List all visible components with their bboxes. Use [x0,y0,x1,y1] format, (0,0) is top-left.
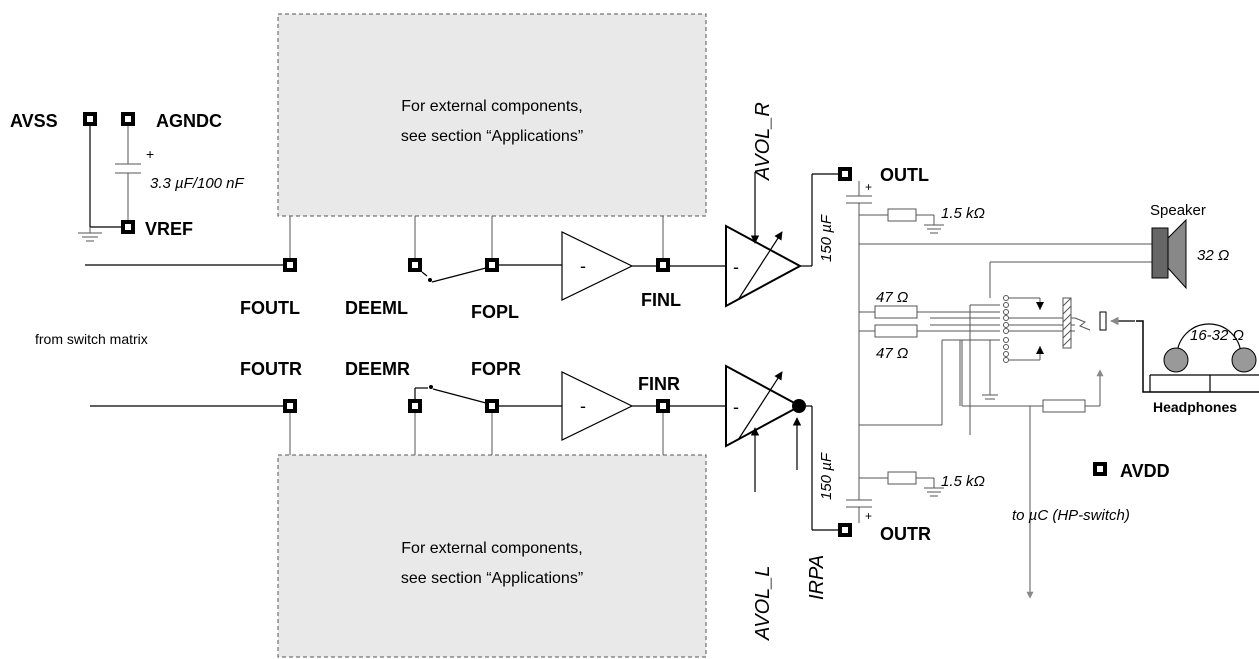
outr-label: OUTR [880,524,931,544]
avol-r-label: AVOL_R [752,102,774,181]
speaker-label: Speaker [1150,202,1206,219]
irpa-label: IRPA [806,555,828,600]
fopr-label: FOPR [471,359,521,379]
volume-amp-left [725,224,803,308]
irpa-node [792,399,806,413]
resistor-47-top [874,305,918,319]
res-47-bottom-label: 47 Ω [876,345,908,362]
switch-left [431,267,487,283]
fopl-label: FOPL [471,302,519,322]
deemr-label: DEEMR [345,359,410,379]
ext-bottom-line2: see section “Applications” [401,570,583,587]
resistor-1k5-top [887,208,917,222]
cap-value-label: 3.3 µF/100 nF [150,175,245,192]
vref-label: VREF [145,219,193,239]
avol-l-label: AVOL_L [752,565,774,641]
headphone-jack [1003,295,1135,363]
from-switch-matrix-label: from switch matrix [35,331,148,347]
avss-label: AVSS [10,111,58,131]
speaker-icon [1151,218,1187,290]
finr-label: FINR [638,374,680,394]
outl-label: OUTL [880,165,929,185]
ground-symbol-vref [78,227,102,242]
to-uc-label: to µC (HP-switch) [1012,507,1130,524]
deeml-label: DEEML [345,298,408,318]
cap-plus-top: + [865,180,872,194]
cap-plus: + [146,146,154,162]
foutr-label: FOUTR [240,359,302,379]
volume-amp-right [725,364,803,448]
buffer-amp-right [561,371,634,441]
resistor-avdd [1042,399,1086,413]
avdd-label: AVDD [1120,461,1170,481]
speaker-ohm-label: 32 Ω [1197,247,1229,264]
headphone-ohm-label: 16-32 Ω [1190,327,1244,344]
resistor-47-bottom [874,324,918,338]
external-components-box-bottom [277,454,707,658]
cap-plus-bottom: + [865,509,872,523]
ext-top-line1: For external components, [401,98,582,115]
external-components-box-top [277,13,707,217]
svg-text:-: - [580,396,586,416]
resistor-1k5-bottom [887,471,917,485]
finl-label: FINL [641,290,681,310]
buffer-amp-left [561,231,634,301]
cap-150-bottom-label: 150 µF [818,452,835,500]
res-47-top-label: 47 Ω [876,289,908,306]
output-network: + 1.5 kΩ 47 Ω 47 Ω [846,180,1152,599]
svg-text:-: - [580,256,586,276]
svg-text:-: - [733,397,739,417]
switch-right [432,388,487,404]
svg-text:-: - [733,257,739,277]
res-1k5-top-label: 1.5 kΩ [941,205,985,222]
agndc-label: AGNDC [156,111,222,131]
res-1k5-bottom-label: 1.5 kΩ [941,473,985,490]
ext-top-line2: see section “Applications” [401,128,583,145]
foutl-label: FOUTL [240,298,300,318]
headphones-icon [1136,320,1259,393]
ext-bottom-line1: For external components, [401,540,582,557]
headphones-label: Headphones [1153,399,1237,415]
cap-150-top-label: 150 µF [818,214,835,262]
